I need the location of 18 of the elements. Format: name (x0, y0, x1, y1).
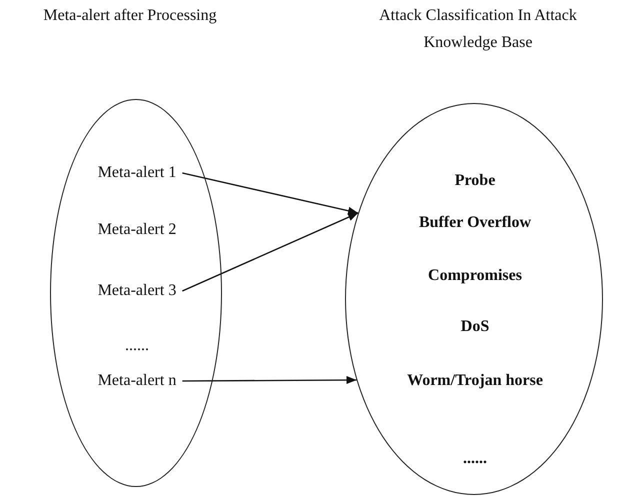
list-item: Meta-alert 3 (98, 282, 176, 300)
ellipse (50, 99, 222, 487)
list-item: ...... (125, 337, 149, 355)
list-item: Buffer Overflow (418, 214, 532, 232)
arrow (182, 212, 358, 292)
ellipse-heading: Meta-alert after Processing (42, 6, 218, 26)
list-item: Meta-alert n (98, 372, 176, 390)
arrow (182, 376, 357, 384)
list-item: DoS (460, 318, 490, 336)
ellipse-heading: Attack Classification In Attack Knowledge Base (378, 6, 578, 53)
arrow (182, 172, 358, 215)
list-item: Meta-alert 1 (98, 164, 176, 182)
list-item: Meta-alert 2 (98, 221, 176, 239)
list-item: Worm/Trojan horse (407, 372, 543, 390)
list-item: Compromises (428, 267, 522, 285)
ellipse (345, 103, 603, 495)
list-item: ...... (463, 450, 487, 468)
list-item: Probe (454, 172, 496, 190)
